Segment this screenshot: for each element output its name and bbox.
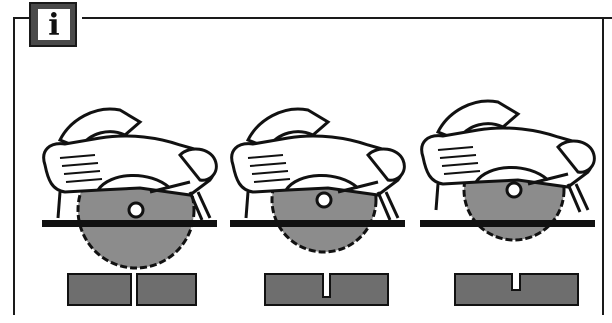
saw-panel-2 [230, 109, 405, 252]
info-badge: i [30, 3, 76, 46]
board-notched [265, 274, 388, 305]
board-left [68, 274, 131, 305]
board-panel-2 [265, 274, 388, 305]
board-panel-1 [68, 274, 196, 305]
board-right [137, 274, 196, 305]
saw-panel-1 [42, 109, 217, 268]
board-panel-3 [455, 274, 578, 305]
base-plate [420, 220, 595, 227]
base-plate [230, 220, 405, 227]
info-icon: i [48, 8, 59, 43]
base-plate [42, 220, 217, 227]
saw-panel-3 [420, 101, 595, 240]
board-notched [455, 274, 578, 305]
